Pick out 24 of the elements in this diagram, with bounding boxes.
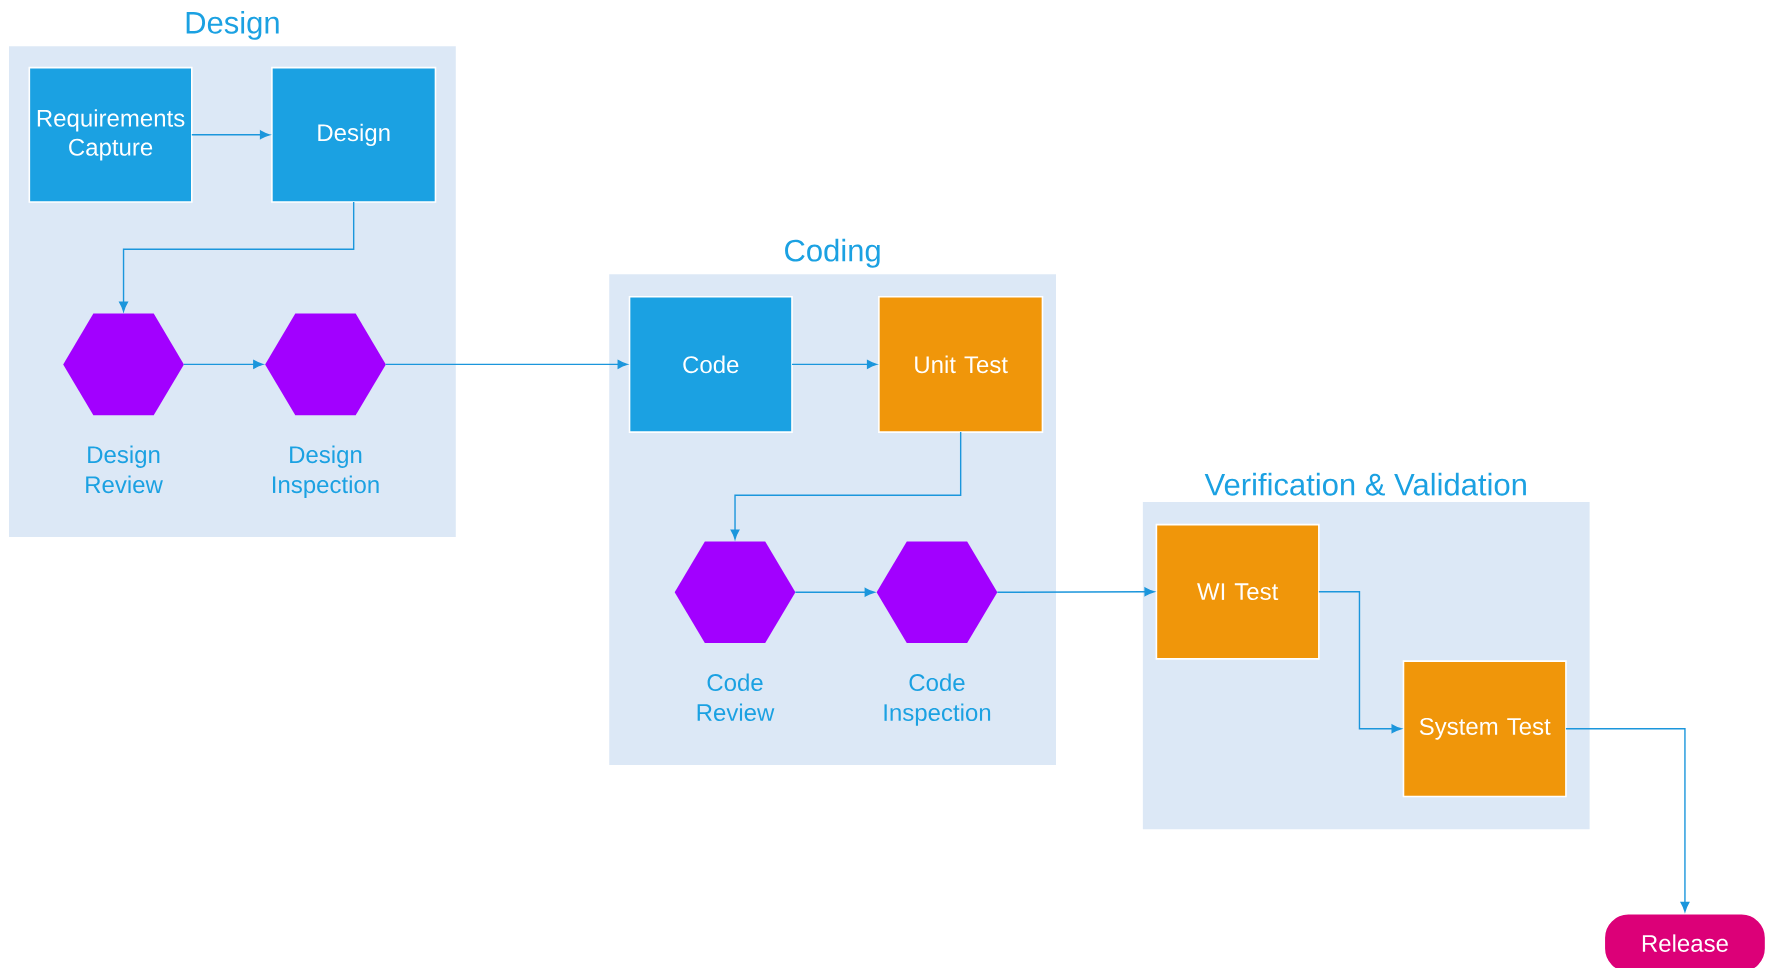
step-label: Design Review: [86, 445, 163, 494]
terminal-pill: Release: [1603, 913, 1767, 968]
process-box: WI Test: [1155, 523, 1320, 660]
group-title: Coding: [785, 238, 880, 268]
step-label: Code Review: [697, 673, 775, 722]
step-label: Design Inspection: [273, 445, 379, 498]
arrow: [1565, 728, 1690, 912]
process-box: Unit Test: [878, 295, 1044, 433]
arrow: [996, 587, 1155, 597]
process-box: Requirements Capture: [28, 66, 193, 203]
arrow: [119, 201, 355, 312]
arrow: [730, 431, 962, 540]
group-title: Verification & Validation: [1204, 472, 1526, 496]
arrow: [794, 587, 875, 597]
step-label: Code Inspection: [884, 673, 991, 726]
arrow: [183, 359, 264, 369]
arrow: [191, 130, 270, 140]
arrow: [385, 359, 628, 369]
arrow: [1318, 591, 1402, 734]
group-title: Design: [186, 10, 279, 40]
process-box: Code: [628, 295, 793, 433]
arrow: [791, 359, 877, 369]
process-box: System Test: [1402, 660, 1567, 798]
process-box: Design: [271, 66, 437, 203]
